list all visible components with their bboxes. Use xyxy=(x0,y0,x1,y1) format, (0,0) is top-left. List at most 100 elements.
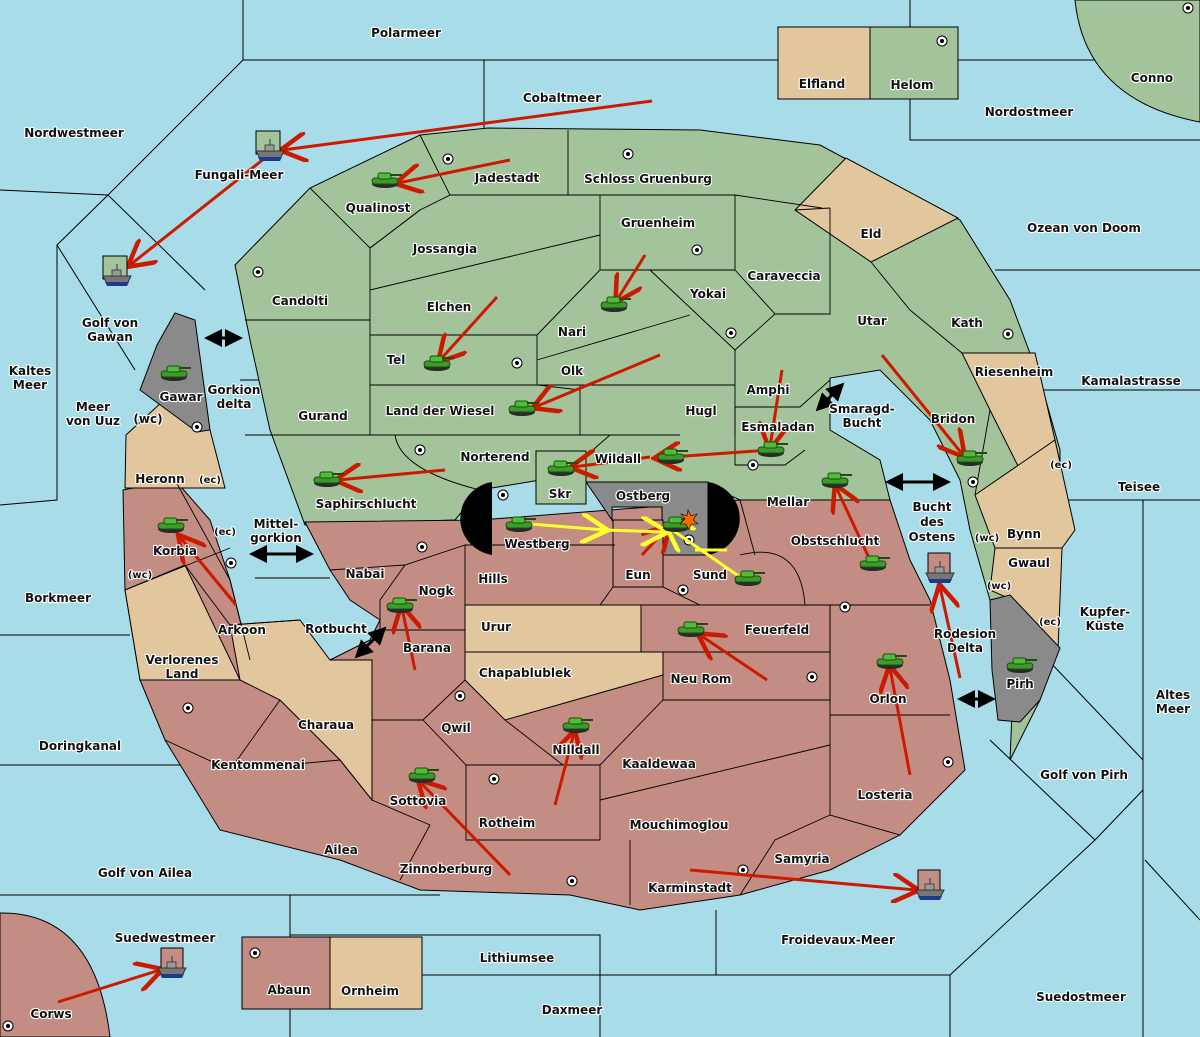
label-meer-von-uuz-2: von Uuz xyxy=(66,414,120,428)
label-rodesion-delta-1: Rodesion xyxy=(934,627,996,641)
label-sottovia: Sottovia xyxy=(390,794,447,808)
label-golf-von-pirh: Golf von Pirh xyxy=(1040,768,1128,782)
label-utar: Utar xyxy=(857,314,887,328)
label-riesenheim: Riesenheim xyxy=(975,365,1054,379)
label-doringkanal: Doringkanal xyxy=(39,739,121,753)
label-schloss-gruenburg: Schloss Gruenburg xyxy=(584,172,712,186)
label-nabai: Nabai xyxy=(346,567,385,581)
label-fungali-meer: Fungali-Meer xyxy=(195,168,284,182)
label-eld: Eld xyxy=(861,227,882,241)
label-norterend: Norterend xyxy=(460,450,529,464)
label-kentommenai: Kentommenai xyxy=(211,758,305,772)
coast-ec-heronn: (ec) xyxy=(199,475,221,486)
move-orders xyxy=(57,99,963,1004)
label-samyria: Samyria xyxy=(774,852,829,866)
fleet-units xyxy=(102,130,955,979)
label-feuerfeld: Feuerfeld xyxy=(745,623,810,637)
label-hills: Hills xyxy=(478,572,508,586)
strait-connections xyxy=(204,329,996,708)
label-borkmeer: Borkmeer xyxy=(25,591,91,605)
province-chapablublek[interactable] xyxy=(464,651,664,721)
label-ailea: Ailea xyxy=(324,843,358,857)
label-skr: Skr xyxy=(549,487,572,501)
province-eld[interactable] xyxy=(794,157,960,263)
label-smaragd-bucht-1: Smaragd- xyxy=(829,402,894,416)
coast-wc-pirh: (wc) xyxy=(987,581,1011,592)
label-caraveccia: Caraveccia xyxy=(747,269,820,283)
label-nogk: Nogk xyxy=(419,584,455,598)
label-mittel-gorkion-2: gorkion xyxy=(250,531,302,545)
label-golf-von-gawan-2: Gawan xyxy=(87,330,133,344)
label-gorkion-delta-1: Gorkion xyxy=(208,383,261,397)
label-lithiumsee: Lithiumsee xyxy=(480,951,555,965)
label-nilldall: Nilldall xyxy=(552,743,599,757)
coast-wc-korbia: (wc) xyxy=(128,570,152,581)
label-esmaladan: Esmaladan xyxy=(741,420,814,434)
label-bridon: Bridon xyxy=(931,412,976,426)
label-olk: Olk xyxy=(561,364,584,378)
label-bucht-des-ostens-2: des xyxy=(920,515,944,529)
label-ostberg: Ostberg xyxy=(616,489,670,503)
province-urur[interactable] xyxy=(464,604,642,653)
label-kupfer-kueste-2: Küste xyxy=(1086,619,1125,633)
support-orders xyxy=(529,524,741,579)
label-cobaltmeer: Cobaltmeer xyxy=(523,91,601,105)
label-gawar: Gawar xyxy=(159,390,202,404)
label-orlon: Orlon xyxy=(869,692,906,706)
label-ornheim: Ornheim xyxy=(341,984,399,998)
label-abaun: Abaun xyxy=(267,983,310,997)
label-nari: Nari xyxy=(558,325,586,339)
label-kaaldewaa: Kaaldewaa xyxy=(622,757,696,771)
label-kaltes-meer-2: Meer xyxy=(13,378,47,392)
label-nordostmeer: Nordostmeer xyxy=(985,105,1074,119)
label-urur: Urur xyxy=(481,620,511,634)
label-jossangia: Jossangia xyxy=(412,242,477,256)
label-qualinost: Qualinost xyxy=(346,201,411,215)
label-karminstadt: Karminstadt xyxy=(648,881,732,895)
province-bynn[interactable] xyxy=(974,439,1076,549)
label-gurand: Gurand xyxy=(298,409,348,423)
label-meer-von-uuz-1: Meer xyxy=(76,400,110,414)
label-froidevaux-meer: Froidevaux-Meer xyxy=(781,933,895,947)
label-kaltes-meer-1: Kaltes xyxy=(9,364,52,378)
label-hugl: Hugl xyxy=(685,404,716,418)
province-corws[interactable] xyxy=(0,912,111,1037)
label-verlorenes-land-2: Land xyxy=(166,667,199,681)
province-elfland[interactable] xyxy=(777,26,871,100)
label-pirh: Pirh xyxy=(1006,677,1033,691)
province-ornheim[interactable] xyxy=(329,936,423,1010)
coast-ec-gwaul: (ec) xyxy=(1039,617,1061,628)
impassable-west xyxy=(460,482,492,555)
label-ozean-von-doom: Ozean von Doom xyxy=(1027,221,1141,235)
map-labels: Polarmeer Cobaltmeer Nordwestmeer Fungal… xyxy=(8,25,1192,1022)
label-gruenheim: Gruenheim xyxy=(621,216,695,230)
label-barana: Barana xyxy=(403,641,451,655)
label-smaragd-bucht-2: Bucht xyxy=(842,416,881,430)
label-bynn: Bynn xyxy=(1007,527,1041,541)
label-polarmeer: Polarmeer xyxy=(371,26,441,40)
label-wildall: Wildall xyxy=(595,452,641,466)
label-verlorenes-land-1: Verlorenes xyxy=(146,653,219,667)
label-gorkion-delta-2: delta xyxy=(217,397,252,411)
coast-ec-korbia: (ec) xyxy=(214,527,236,538)
label-bucht-des-ostens-1: Bucht xyxy=(912,500,951,514)
label-saphirschlucht: Saphirschlucht xyxy=(316,497,417,511)
label-zinnoberburg: Zinnoberburg xyxy=(400,862,492,876)
label-yokai: Yokai xyxy=(689,287,726,301)
label-nordwestmeer: Nordwestmeer xyxy=(24,126,124,140)
label-candolti: Candolti xyxy=(272,294,328,308)
coast-wc-gawar: (wc) xyxy=(133,412,162,426)
label-kath: Kath xyxy=(951,316,983,330)
label-land-der-wiesel: Land der Wiesel xyxy=(386,404,495,418)
label-losteria: Losteria xyxy=(857,788,912,802)
label-mittel-gorkion-1: Mittel- xyxy=(254,517,299,531)
label-qwil: Qwil xyxy=(441,721,471,735)
label-daxmeer: Daxmeer xyxy=(542,1003,603,1017)
label-conno: Conno xyxy=(1131,71,1173,85)
label-elchen: Elchen xyxy=(427,300,472,314)
label-heronn: Heronn xyxy=(135,472,184,486)
province-conno[interactable] xyxy=(1074,0,1200,123)
label-golf-von-ailea: Golf von Ailea xyxy=(98,866,192,880)
label-korbia: Korbia xyxy=(153,544,197,558)
